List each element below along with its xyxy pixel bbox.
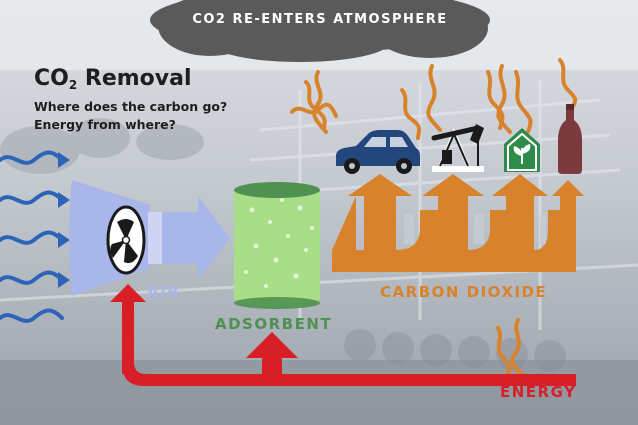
title-co: CO <box>34 66 69 91</box>
question-energy: Energy from where? <box>34 117 176 132</box>
fan-icon <box>106 205 146 275</box>
title-subscript: 2 <box>68 78 78 92</box>
question-carbon: Where does the carbon go? <box>34 99 228 114</box>
heat-wave-icon <box>290 58 578 140</box>
cloud-icon <box>150 0 490 62</box>
energy-label: ENERGY <box>500 383 577 401</box>
energy-flow <box>110 284 576 386</box>
energy-heat-wave-icon <box>496 318 524 376</box>
co2-flow <box>332 174 584 272</box>
co2-flow-gaps <box>404 214 546 244</box>
bottle-icon <box>558 104 582 174</box>
wind-arrowheads <box>58 152 70 288</box>
greenhouse-icon <box>504 128 540 172</box>
air-label: AIR <box>147 283 181 301</box>
car-icon <box>336 130 420 174</box>
title-removal: Removal <box>77 66 192 91</box>
cloud-label: CO2 RE-ENTERS ATMOSPHERE <box>192 12 448 27</box>
air-arrow <box>148 196 230 280</box>
adsorbent-cylinder <box>234 182 320 309</box>
page-title: CO2 Removal <box>34 66 192 92</box>
adsorbent-bubbles <box>244 198 314 288</box>
carbon-dioxide-label: CARBON DIOXIDE <box>380 283 548 301</box>
wind-wave-icon <box>0 150 64 323</box>
oil-pump-icon <box>431 124 484 172</box>
ground <box>0 360 638 425</box>
adsorbent-label: ADSORBENT <box>215 315 333 333</box>
